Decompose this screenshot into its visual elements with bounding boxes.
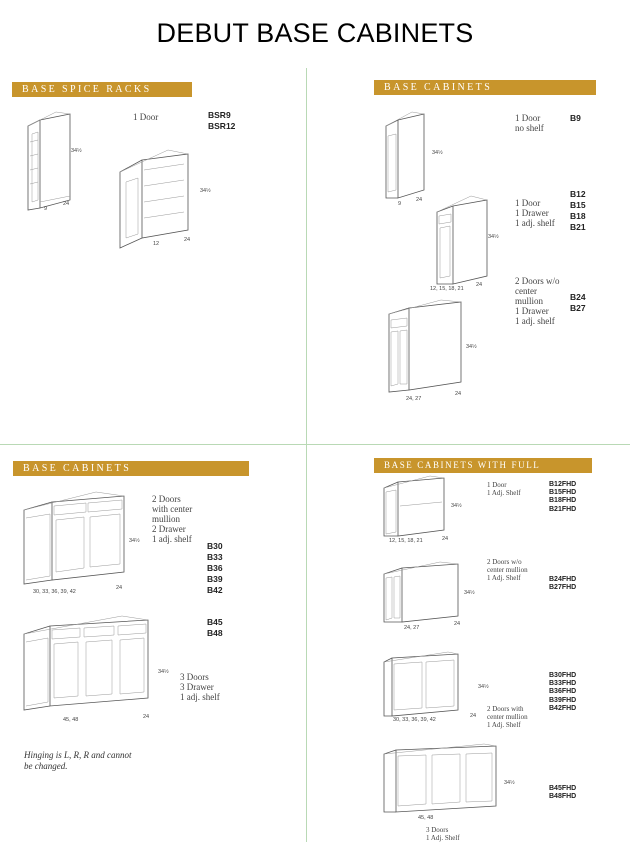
dim-depth: 24 (63, 201, 70, 207)
horizontal-divider (0, 444, 630, 445)
page-title: DEBUT BASE CABINETS (156, 18, 474, 48)
model-codes: B24FHD B27FHD (549, 576, 577, 592)
dim-height: 34½ (200, 188, 211, 194)
dim-width: 12, 15, 18, 21 (389, 538, 423, 544)
model-codes: B9 (570, 113, 581, 123)
spice-rack-12-drawing (119, 149, 189, 249)
dim-height: 34½ (488, 234, 499, 240)
dim-width: 24, 27 (406, 396, 422, 402)
dim-depth: 24 (455, 391, 462, 397)
description: 2 Doors w/o center mullion 1 Adj. Shelf (487, 558, 528, 582)
model-codes: B12 B15 B18 B21 (570, 189, 586, 232)
dim-height: 34½ (451, 503, 462, 509)
base-cabinet-b30fhd-drawing (383, 651, 459, 717)
dim-width: 30, 33, 36, 39, 42 (33, 589, 76, 595)
hinging-note: Hinging is L, R, R and cannot be changed… (24, 750, 132, 771)
base-cabinet-b45-drawing (23, 615, 149, 711)
dim-height: 34½ (158, 669, 169, 675)
dim-width: 45, 48 (63, 717, 79, 723)
description: 1 Door 1 Drawer 1 adj. shelf (515, 198, 555, 228)
dim-width: 9 (44, 206, 48, 212)
description: 3 Doors 3 Drawer 1 adj. shelf (180, 672, 220, 702)
description: 3 Doors 1 Adj. Shelf (426, 826, 460, 842)
dim-height: 34½ (432, 150, 443, 156)
model-codes: B45 B48 (207, 617, 223, 638)
dim-depth: 24 (470, 713, 477, 719)
base-cabinet-b9-drawing (385, 111, 425, 199)
section-header-base-cabinets-full: BASE CABINETS WITH FULL (374, 458, 592, 473)
model-codes: B45FHD B48FHD (549, 785, 577, 801)
dim-height: 34½ (129, 538, 140, 544)
description: 1 Door no shelf (515, 113, 544, 133)
model-codes: BSR9 BSR12 (208, 110, 236, 131)
base-cabinet-b12fhd-drawing (383, 475, 445, 537)
model-codes: B12FHD B15FHD B18FHD B21FHD (549, 481, 577, 513)
dim-depth: 24 (116, 585, 123, 591)
dim-depth: 24 (184, 237, 191, 243)
base-cabinet-b24-drawing (388, 299, 462, 393)
dim-depth: 24 (442, 536, 449, 542)
dim-width: 9 (398, 201, 402, 207)
dim-depth: 24 (476, 282, 483, 288)
dim-height: 34½ (464, 590, 475, 596)
base-cabinet-b30-drawing (23, 491, 125, 585)
dim-width: 12, 15, 18, 21 (430, 286, 464, 292)
description: 2 Doors with center mullion 1 Adj. Shelf (487, 705, 528, 729)
description: 1 Door 1 Adj. Shelf (487, 481, 521, 497)
dim-depth: 24 (143, 714, 150, 720)
model-codes: B30FHD B33FHD B36FHD B39FHD B42FHD (549, 672, 577, 712)
base-cabinet-b12-drawing (436, 195, 488, 285)
base-cabinet-b24fhd-drawing (383, 561, 459, 623)
dim-height: 34½ (71, 148, 82, 154)
dim-width: 24, 27 (404, 625, 420, 631)
section-header-base-cabinets-2: BASE CABINETS (13, 461, 249, 476)
description: 2 Doors with center mullion 2 Drawer 1 a… (152, 494, 193, 544)
dim-depth: 24 (416, 197, 423, 203)
dim-height: 34½ (466, 344, 477, 350)
model-codes: B24 B27 (570, 292, 586, 313)
dim-width: 12 (153, 241, 160, 247)
model-codes: B30 B33 B36 B39 B42 (207, 541, 223, 595)
dim-height: 34½ (478, 684, 489, 690)
description: 2 Doors w/o center mullion 1 Drawer 1 ad… (515, 276, 560, 326)
base-cabinet-b45fhd-drawing (383, 743, 497, 813)
dim-width: 30, 33, 36, 39, 42 (393, 717, 436, 723)
dim-height: 34½ (504, 780, 515, 786)
dim-depth: 24 (454, 621, 461, 627)
section-header-base-spice-racks: BASE SPICE RACKS (12, 82, 192, 97)
dim-width: 45, 48 (418, 815, 434, 821)
vertical-divider (306, 68, 307, 842)
description: 1 Door (133, 112, 159, 122)
section-header-base-cabinets: BASE CABINETS (374, 80, 596, 95)
spice-rack-9-drawing (27, 111, 71, 211)
